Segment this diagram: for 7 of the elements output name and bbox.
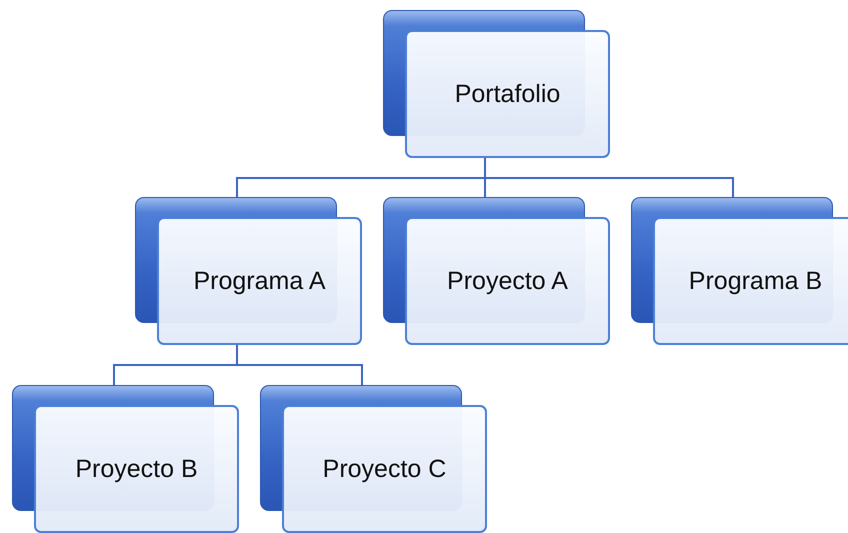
node-label: Proyecto A xyxy=(447,266,568,296)
connector-line xyxy=(484,158,734,197)
node-label: Programa B xyxy=(688,266,822,296)
node-label: Programa A xyxy=(193,266,326,296)
node-label: Proyecto B xyxy=(75,454,198,484)
node-label: Proyecto C xyxy=(322,454,446,484)
node-label: Portafolio xyxy=(454,80,560,108)
